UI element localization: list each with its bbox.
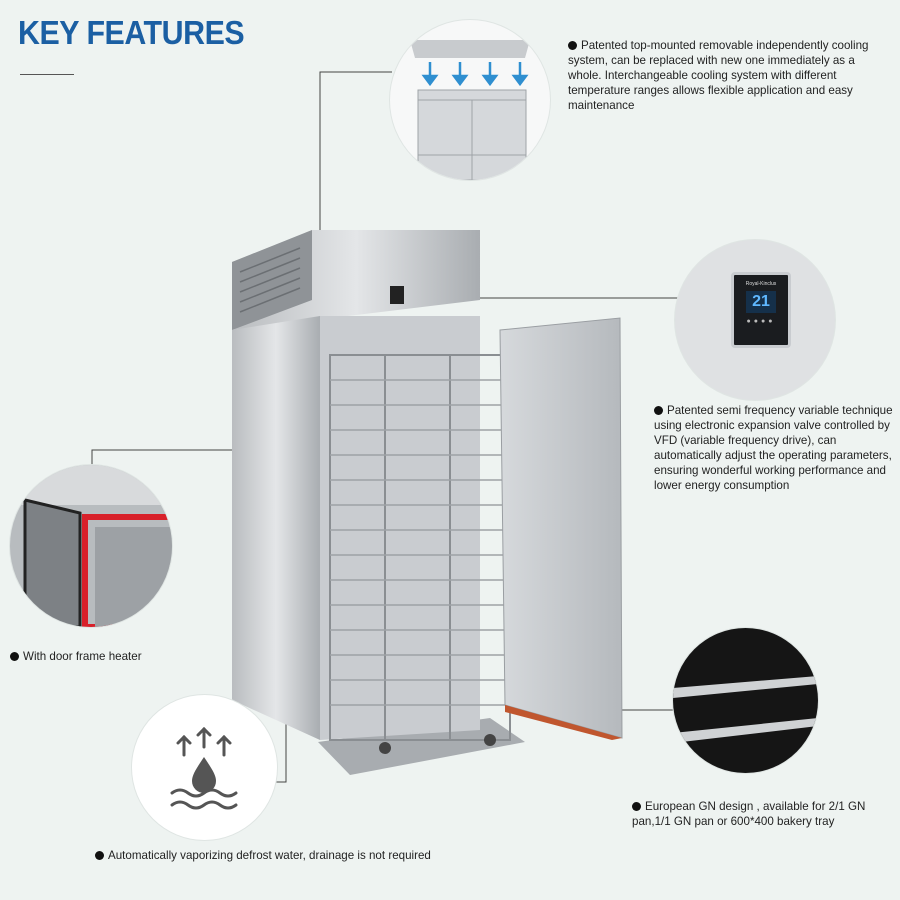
feature-door-frame-heater: With door frame heater [10,649,210,664]
control-panel: Royal-Kinclus 21 ●●●● [731,272,791,348]
title-divider [20,74,74,75]
feature-gn-design: European GN design , available for 2/1 G… [632,800,866,828]
bullet-icon [632,801,641,811]
feature-vfd-technique: Patented semi frequency variable techniq… [654,404,893,492]
controller-detail-image: Royal-Kinclus 21 ●●●● [675,240,835,400]
page-title: KEY FEATURES [18,14,245,51]
door-frame-heater-image [10,465,172,627]
bullet-icon [568,40,577,50]
bullet-icon [95,850,104,860]
control-buttons: ●●●● [746,318,776,325]
cooling-unit-detail-image [390,20,550,180]
defrost-water-icon-circle [132,695,277,840]
temperature-display: 21 [746,291,776,313]
bullet-icon [654,405,663,415]
evaporation-icon [170,726,238,810]
gn-rails-detail-image [673,628,818,773]
bullet-icon [10,651,19,661]
feature-defrost-water: Automatically vaporizing defrost water, … [95,848,515,863]
feature-cooling-system: Patented top-mounted removable independe… [568,39,869,112]
controller-brand: Royal-Kinclus [745,281,777,287]
